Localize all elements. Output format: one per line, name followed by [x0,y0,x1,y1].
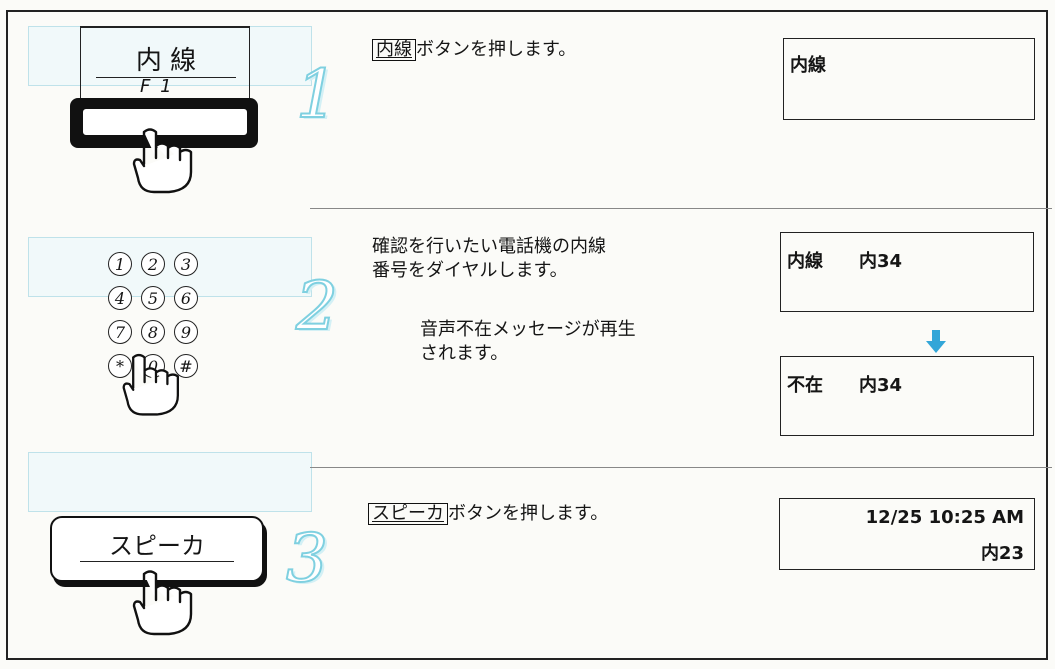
hand-pointer-icon [132,570,193,636]
key-6[interactable]: 6 [174,286,198,310]
naisen-key-label-box [80,26,250,100]
naisen-key-sub-label: F 1 [140,76,174,97]
hand-pointer-icon [122,353,179,416]
key-5[interactable]: 5 [141,286,165,310]
speaker-key-label: スピーカ [80,526,234,562]
display-3-datetime: 12/25 10:25 AM [865,507,1024,528]
display-2a-label: 内線 [787,251,823,272]
step-2-note: 音声不在メッセージが再生 されます。 [420,319,636,364]
display-2b-label: 不在 [787,375,823,396]
step-1-instruction: 内線ボタンを押します。 [372,38,576,62]
key-8[interactable]: 8 [141,320,165,344]
divider-2 [310,467,1052,468]
display-2b-ext: 内34 [859,375,903,396]
step-2-display-after: 不在 内34 [780,356,1034,436]
key-9[interactable]: 9 [174,320,198,344]
key-hash[interactable]: # [174,354,198,378]
step-number-2: 2 [295,267,339,346]
speaker-key-ref: スピーカ [368,503,448,525]
key-1[interactable]: 1 [108,252,132,276]
ghost-panel-1 [28,26,312,86]
key-2[interactable]: 2 [141,252,165,276]
naisen-key-ref: 内線 [372,39,416,61]
ghost-panel-2 [28,237,312,297]
hand-pointer-icon [132,128,193,194]
ghost-panel-3 [28,452,312,512]
display-2a-ext: 内34 [859,251,903,272]
display-3-ext: 内23 [980,543,1024,564]
key-7[interactable]: 7 [108,320,132,344]
key-3[interactable]: 3 [174,252,198,276]
arrow-down-icon [926,330,946,353]
naisen-key-label: 内 線 [96,40,236,78]
step-number-1: 1 [295,55,339,134]
step-3-display: 12/25 10:25 AM 内23 [779,498,1035,570]
step-1-display: 内線 [783,38,1035,120]
naisen-key-button[interactable] [70,98,258,148]
key-star[interactable]: * [108,354,132,378]
display-1-line1: 内線 [790,55,826,76]
divider-1 [310,208,1052,209]
step-3-instruction: スピーカボタンを押します。 [368,502,608,526]
step-2-instruction: 確認を行いたい電話機の内線 番号をダイヤルします。 [372,236,606,281]
step-2-display-before: 内線 内34 [780,232,1034,312]
key-4[interactable]: 4 [108,286,132,310]
speaker-key-button[interactable]: スピーカ [50,516,264,582]
step-number-3: 3 [285,519,329,598]
